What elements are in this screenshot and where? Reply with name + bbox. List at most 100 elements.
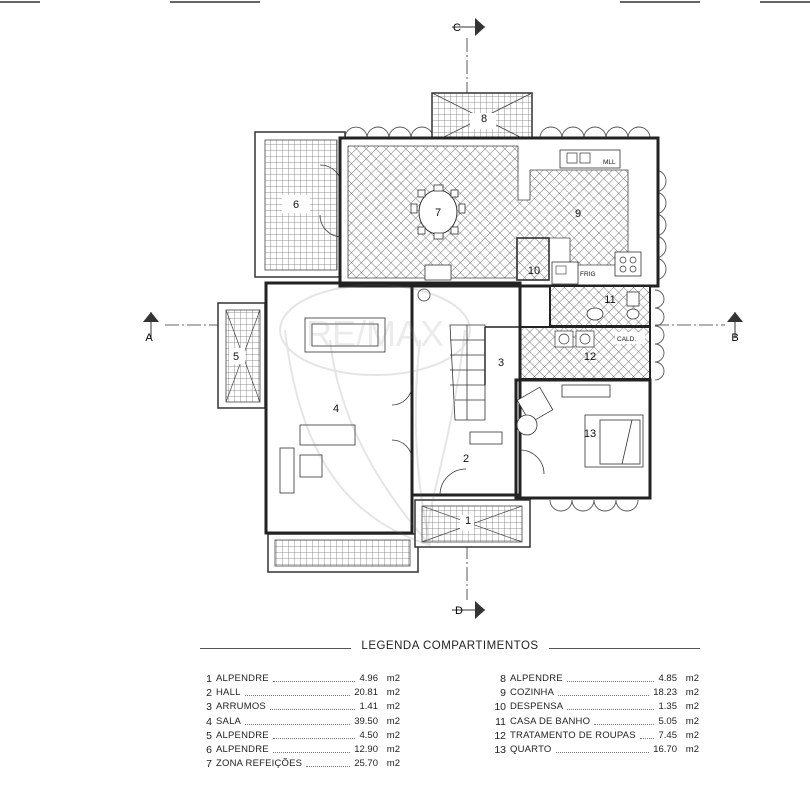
- legend-row: 3 ARRUMOS 1.41 m2: [200, 700, 400, 714]
- legend-title-text: LEGENDA COMPARTIMENTOS: [351, 640, 549, 652]
- legend-room-number: 9: [500, 687, 506, 700]
- legend-area-unit: m2: [386, 743, 400, 755]
- legend-row: 8 ALPENDRE 4.85 m2: [494, 672, 699, 686]
- room-label-2: 2: [463, 453, 469, 465]
- room-label-12: 12: [584, 351, 596, 363]
- legend-dot-leader: [306, 766, 350, 768]
- legend-room-number: 11: [495, 715, 506, 728]
- legend-row: 9 COZINHA 18.23 m2: [494, 686, 699, 700]
- room-label-10: 10: [528, 265, 540, 277]
- legend-room-name: SALA: [216, 715, 242, 727]
- legend-dot-leader: [273, 737, 355, 739]
- legend-area-unit: m2: [386, 758, 400, 770]
- room-label-13: 13: [584, 428, 596, 440]
- room-label-11: 11: [604, 294, 615, 306]
- room-label-8: 8: [481, 113, 487, 125]
- legend-room-area: 1.41: [359, 701, 379, 713]
- legend-room-number: 10: [494, 701, 506, 714]
- legend-room-number: 4: [206, 715, 212, 728]
- legend-room-number: 2: [206, 687, 212, 700]
- legend-room-area: 20.81: [354, 687, 378, 699]
- legend-room-area: 39.50: [354, 715, 378, 727]
- legend-room-name: ALPENDRE: [216, 673, 269, 684]
- legend-room-number: 13: [494, 743, 506, 756]
- legend-room-name: ALPENDRE: [216, 729, 269, 741]
- legend-area-unit: m2: [386, 729, 400, 741]
- legend-dot-leader: [556, 751, 649, 753]
- legend-room-number: 3: [206, 701, 212, 714]
- appliance-labels: MLL FRIG CALD.: [580, 159, 636, 343]
- section-label-c: C: [453, 22, 461, 34]
- label-cald: CALD.: [617, 336, 636, 343]
- room-label-7: 7: [435, 207, 441, 219]
- legend-row: 2 HALL 20.81 m2: [200, 686, 400, 700]
- legend-dot-leader: [270, 709, 355, 711]
- legend-dot-leader: [245, 723, 350, 725]
- legend-area-unit: m2: [685, 701, 699, 713]
- label-fric: FRIG: [580, 271, 596, 278]
- legend-row: 1 ALPENDRE 4.96 m2: [200, 672, 400, 686]
- legend-room-name: ALPENDRE: [216, 743, 269, 755]
- legend-room-area: 4.85: [658, 673, 678, 684]
- watermark-text: RE/MAX: [306, 313, 444, 354]
- legend-area-unit: m2: [386, 715, 400, 727]
- legend-dot-leader: [594, 723, 654, 725]
- watermark: RE/MAX: [279, 284, 471, 546]
- room-13-furniture: [516, 384, 644, 475]
- main-walls: [264, 281, 652, 535]
- section-marker-a: A: [143, 312, 159, 344]
- legend-room-name: ZONA REFEIÇÕES: [216, 758, 303, 770]
- legend-room-area: 4.50: [359, 729, 379, 741]
- room-6-porch: [254, 131, 346, 278]
- legend-area-unit: m2: [386, 673, 400, 684]
- legend-row: 5 ALPENDRE 4.50 m2: [200, 729, 400, 743]
- legend-dot-leader: [273, 751, 350, 753]
- legend-room-name: HALL: [216, 687, 241, 699]
- legend-area-unit: m2: [685, 715, 699, 727]
- legend-dot-leader: [640, 737, 654, 739]
- legend-room-area: 4.96: [359, 673, 379, 684]
- legend-room-name: QUARTO: [510, 743, 552, 755]
- stairs: [417, 288, 503, 496]
- legend-room-number: 7: [206, 758, 212, 771]
- legend-room-number: 12: [494, 729, 506, 742]
- legend-area-unit: m2: [685, 687, 699, 699]
- legend-room-area: 12.90: [354, 743, 378, 755]
- room-label-6: 6: [293, 199, 299, 211]
- legend-dot-leader: [567, 681, 654, 682]
- section-marker-b: B: [727, 312, 743, 344]
- legend-room-area: 16.70: [653, 743, 677, 755]
- legend-room-area: 18.23: [653, 687, 677, 699]
- room-8-porch: [431, 92, 533, 144]
- legend-room-area: 1.35: [658, 701, 678, 713]
- room-10-pantry: [516, 237, 579, 285]
- legend-row: 4 SALA 39.50 m2: [200, 715, 400, 729]
- legend-room-number: 6: [206, 743, 212, 756]
- room-number-labels: 1 2 3 4 5 6 7 8 9 10 11 12 13: [233, 113, 616, 527]
- room-label-4: 4: [333, 403, 339, 415]
- bottom-terrace: [267, 499, 531, 573]
- legend-area-unit: m2: [386, 687, 400, 699]
- legend-dot-leader: [558, 695, 649, 697]
- legend-area-unit: m2: [386, 701, 400, 713]
- legend-room-name: COZINHA: [510, 687, 555, 699]
- legend-room-name: ALPENDRE: [510, 673, 563, 684]
- legend-area-unit: m2: [685, 673, 699, 684]
- room-label-3: 3: [498, 357, 504, 369]
- legend-room-number: 8: [500, 673, 506, 685]
- room-label-1: 1: [465, 515, 471, 527]
- legend-room-area: 7.45: [658, 729, 678, 741]
- legend-room-number: 1: [206, 673, 212, 685]
- legend-room-number: 5: [206, 729, 212, 742]
- section-label-a: A: [145, 332, 153, 344]
- legend-dot-leader: [273, 681, 355, 682]
- legend-room-name: CASA DE BANHO: [510, 715, 591, 727]
- legend-room-name: ARRUMOS: [216, 701, 266, 713]
